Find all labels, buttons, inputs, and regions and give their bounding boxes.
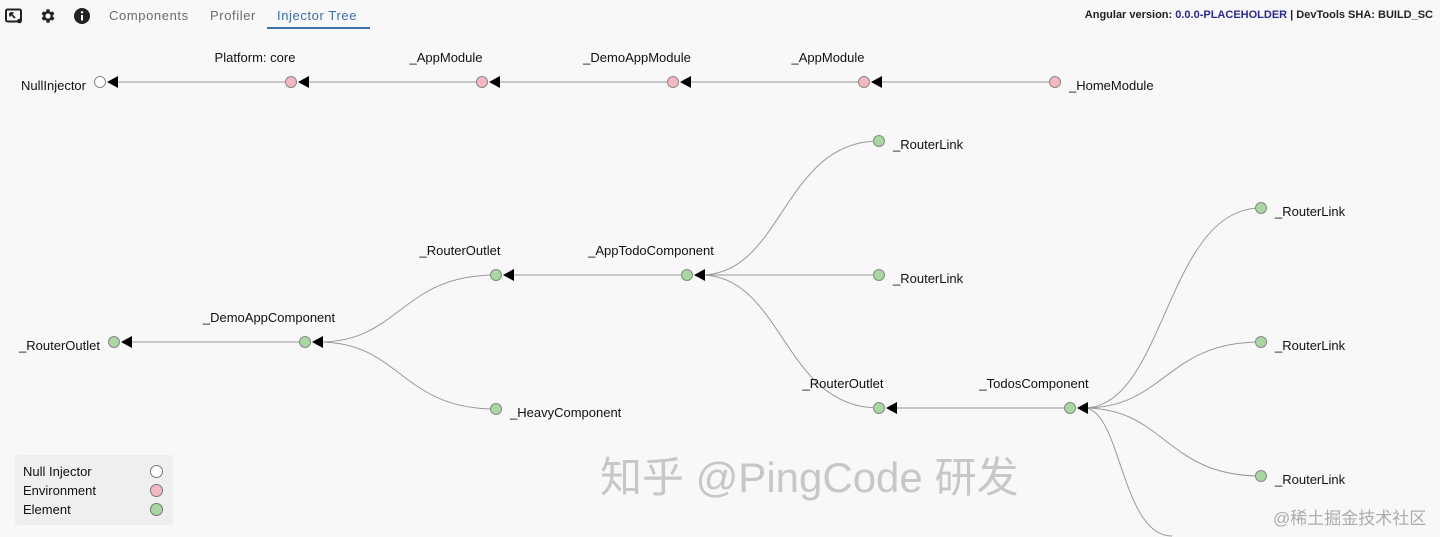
tab-injector-tree[interactable]: Injector Tree (277, 8, 358, 23)
element-injector-node[interactable] (1255, 336, 1267, 348)
legend-null-injector-dot (150, 465, 163, 478)
element-injector-label: _RouterLink (892, 271, 964, 286)
legend-environment-label: Environment (23, 483, 96, 498)
element-injector-label: _RouterLink (1274, 472, 1346, 487)
arrow-icon (503, 269, 514, 281)
environment-injector-node[interactable] (858, 76, 870, 88)
element-injector-label: _RouterLink (892, 137, 964, 152)
environment-injector-node[interactable] (94, 76, 106, 88)
element-injector-label: _RouterLink (1274, 204, 1346, 219)
arrow-icon (871, 76, 882, 88)
arrow-icon (121, 336, 132, 348)
element-injector-label: _TodosComponent (978, 376, 1089, 391)
tab-components[interactable]: Components (109, 8, 189, 23)
legend-element-label: Element (23, 502, 71, 517)
environment-injector-label: _AppModule (791, 50, 865, 65)
arrow-icon (886, 402, 897, 414)
element-injector-label: _HeavyComponent (509, 405, 622, 420)
arrow-icon (312, 336, 323, 348)
element-injector-label: _RouterOutlet (419, 243, 501, 258)
arrow-icon (298, 76, 309, 88)
angular-version-value: 0.0.0-PLACEHOLDER (1175, 9, 1288, 21)
arrow-icon (489, 76, 500, 88)
legend-element-dot (150, 503, 163, 516)
legend-environment-dot (150, 484, 163, 497)
edge (318, 274, 497, 343)
environment-injector-node[interactable] (1049, 76, 1061, 88)
legend: Null Injector Environment Element (15, 455, 173, 525)
element-injector-node[interactable] (490, 403, 502, 415)
edge (1083, 207, 1262, 409)
edge (1083, 341, 1262, 409)
element-injector-node[interactable] (681, 269, 693, 281)
edge (700, 274, 880, 409)
element-injector-node[interactable] (873, 402, 885, 414)
edge (700, 140, 880, 276)
environment-injector-label: Platform: core (215, 50, 296, 65)
element-injector-node[interactable] (108, 336, 120, 348)
edge (1083, 407, 1173, 537)
environment-injector-label: _DemoAppModule (582, 50, 691, 65)
devtools-sha: | DevTools SHA: BUILD_SC (1287, 9, 1433, 21)
element-injector-node[interactable] (873, 135, 885, 147)
element-injector-label: _AppTodoComponent (587, 243, 714, 258)
toolbar: Components Profiler Injector Tree Angula… (0, 0, 1440, 31)
element-injector-node[interactable] (873, 269, 885, 281)
active-tab-indicator (267, 27, 370, 29)
version-info: Angular version: 0.0.0-PLACEHOLDER | Dev… (1085, 9, 1433, 21)
element-injector-label: _RouterOutlet (18, 338, 100, 353)
element-injector-node[interactable] (1255, 202, 1267, 214)
edge (318, 341, 497, 410)
arrow-icon (107, 76, 118, 88)
arrow-icon (1077, 402, 1088, 414)
element-injector-node[interactable] (490, 269, 502, 281)
arrow-icon (680, 76, 691, 88)
injector-tree-graph[interactable]: NullInjector Platform: core _AppModule _Dem… (0, 31, 1440, 537)
environment-injector-node[interactable] (667, 76, 679, 88)
inspect-icon[interactable] (4, 6, 24, 26)
element-injector-label: _RouterLink (1274, 338, 1346, 353)
tab-profiler[interactable]: Profiler (210, 8, 256, 23)
info-icon[interactable] (72, 6, 92, 26)
element-injector-node[interactable] (299, 336, 311, 348)
environment-injector-label: _HomeModule (1068, 78, 1154, 93)
arrow-icon (694, 269, 705, 281)
environment-injector-label: _AppModule (409, 50, 483, 65)
element-injector-node[interactable] (1255, 470, 1267, 482)
element-injector-node[interactable] (1064, 402, 1076, 414)
environment-injector-label: NullInjector (21, 78, 87, 93)
edge (1083, 407, 1262, 477)
element-injector-label: _RouterOutlet (802, 376, 884, 391)
environment-injector-node[interactable] (285, 76, 297, 88)
legend-null-injector-label: Null Injector (23, 464, 92, 479)
environment-injector-node[interactable] (476, 76, 488, 88)
element-injector-label: _DemoAppComponent (202, 310, 336, 325)
gear-icon[interactable] (38, 6, 58, 26)
angular-version-label: Angular version: (1084, 9, 1176, 21)
